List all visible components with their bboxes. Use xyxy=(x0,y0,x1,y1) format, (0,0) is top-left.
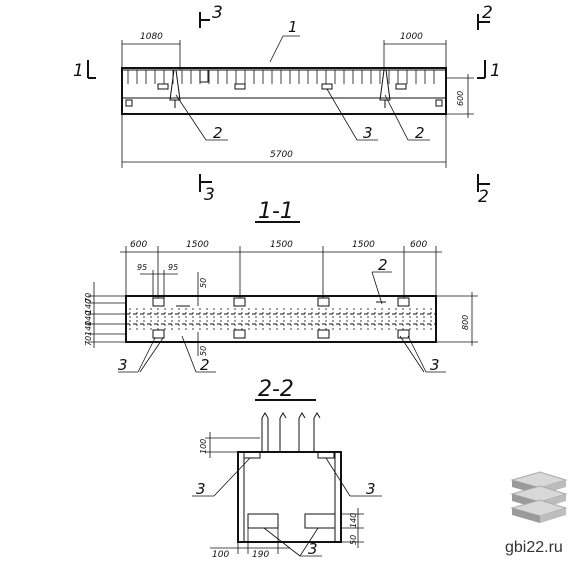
plate xyxy=(397,297,410,307)
plate xyxy=(233,329,246,339)
section-2-2: 2-2 100 100 190 140 50 xyxy=(192,377,382,560)
plate xyxy=(233,297,246,307)
dim-span-5: 600 xyxy=(410,240,427,250)
plate xyxy=(304,513,336,529)
section-2-2-outline xyxy=(237,451,342,543)
callout-2-upper: 2 xyxy=(378,256,388,274)
dim-100-bottom: 100 xyxy=(212,550,229,560)
dim-100-top: 100 xyxy=(199,439,208,454)
callout-3-left: 3 xyxy=(118,356,128,374)
dim-stack-70-top: 70 xyxy=(84,293,93,303)
watermark: gbi22.ru xyxy=(505,471,568,556)
callout-3-right: 3 xyxy=(366,480,376,498)
cut-mark-2-bottom: 2 xyxy=(478,187,489,207)
plate xyxy=(234,83,246,90)
section-1-1-title: 1-1 xyxy=(258,199,294,224)
callout-2-lower: 2 xyxy=(200,356,210,374)
section-1-1-rebar xyxy=(129,308,432,332)
plate xyxy=(321,83,333,90)
dim-span-4: 1500 xyxy=(352,240,375,250)
plate xyxy=(247,513,279,529)
dim-190: 190 xyxy=(252,550,269,560)
callout-3: 3 xyxy=(363,124,373,142)
plate xyxy=(317,297,330,307)
callout-3-bottom: 3 xyxy=(308,540,318,558)
callout-3-right: 3 xyxy=(430,356,440,374)
callout-2-left: 2 xyxy=(213,124,223,142)
dim-50-bottom: 50 xyxy=(199,346,208,356)
dim-95-a: 95 xyxy=(137,263,147,272)
plate xyxy=(397,329,410,339)
dim-stack-140-a: 140 xyxy=(84,299,93,314)
cut-mark-3-top: 3 xyxy=(212,3,223,23)
watermark-text: gbi22.ru xyxy=(505,539,563,556)
dim-140-right: 140 xyxy=(349,513,358,528)
section-1-1-outline xyxy=(125,295,437,343)
dim-span-3: 1500 xyxy=(270,240,293,250)
lifting-loop-right xyxy=(379,69,391,101)
plate xyxy=(157,83,169,90)
plate xyxy=(243,451,261,459)
cut-mark-right: 1 xyxy=(490,61,501,81)
dim-span-2: 1500 xyxy=(186,240,209,250)
callout-3-left: 3 xyxy=(196,480,206,498)
beam-outline xyxy=(121,67,447,115)
plate xyxy=(395,83,407,90)
plate xyxy=(152,297,165,307)
dim-height: 600 xyxy=(456,91,465,106)
dim-overall-length: 5700 xyxy=(270,150,293,160)
callout-2-right: 2 xyxy=(415,124,425,142)
dim-span-1: 600 xyxy=(130,240,147,250)
callout-1: 1 xyxy=(288,18,298,36)
dim-stack-140-b: 140 xyxy=(84,311,93,326)
dim-stack-140-c: 140 xyxy=(84,321,93,336)
dim-height-800: 800 xyxy=(461,315,470,330)
plate xyxy=(317,329,330,339)
cut-mark-left: 1 xyxy=(73,61,84,81)
dim-stack-70-bottom: 70 xyxy=(84,336,93,346)
dim-left-end: 1080 xyxy=(140,32,163,42)
dim-50-top: 50 xyxy=(199,278,208,288)
dim-50-right: 50 xyxy=(349,535,358,545)
lifting-loop-left xyxy=(169,69,181,101)
cut-mark-2-top: 2 xyxy=(482,3,493,23)
dim-95-b: 95 xyxy=(168,263,178,272)
stacked-slabs-logo xyxy=(510,471,568,523)
dim-right-end: 1000 xyxy=(400,32,423,42)
plate xyxy=(152,329,165,339)
section-2-2-title: 2-2 xyxy=(258,377,294,402)
cut-mark-3-bottom: 3 xyxy=(204,185,215,205)
rebar-cage xyxy=(127,70,435,84)
section-1-1: 1-1 600 1500 1500 1500 600 9 xyxy=(84,199,478,374)
elevation-view: 1080 1000 5700 600 1 2 3 2 1 1 xyxy=(73,3,501,207)
